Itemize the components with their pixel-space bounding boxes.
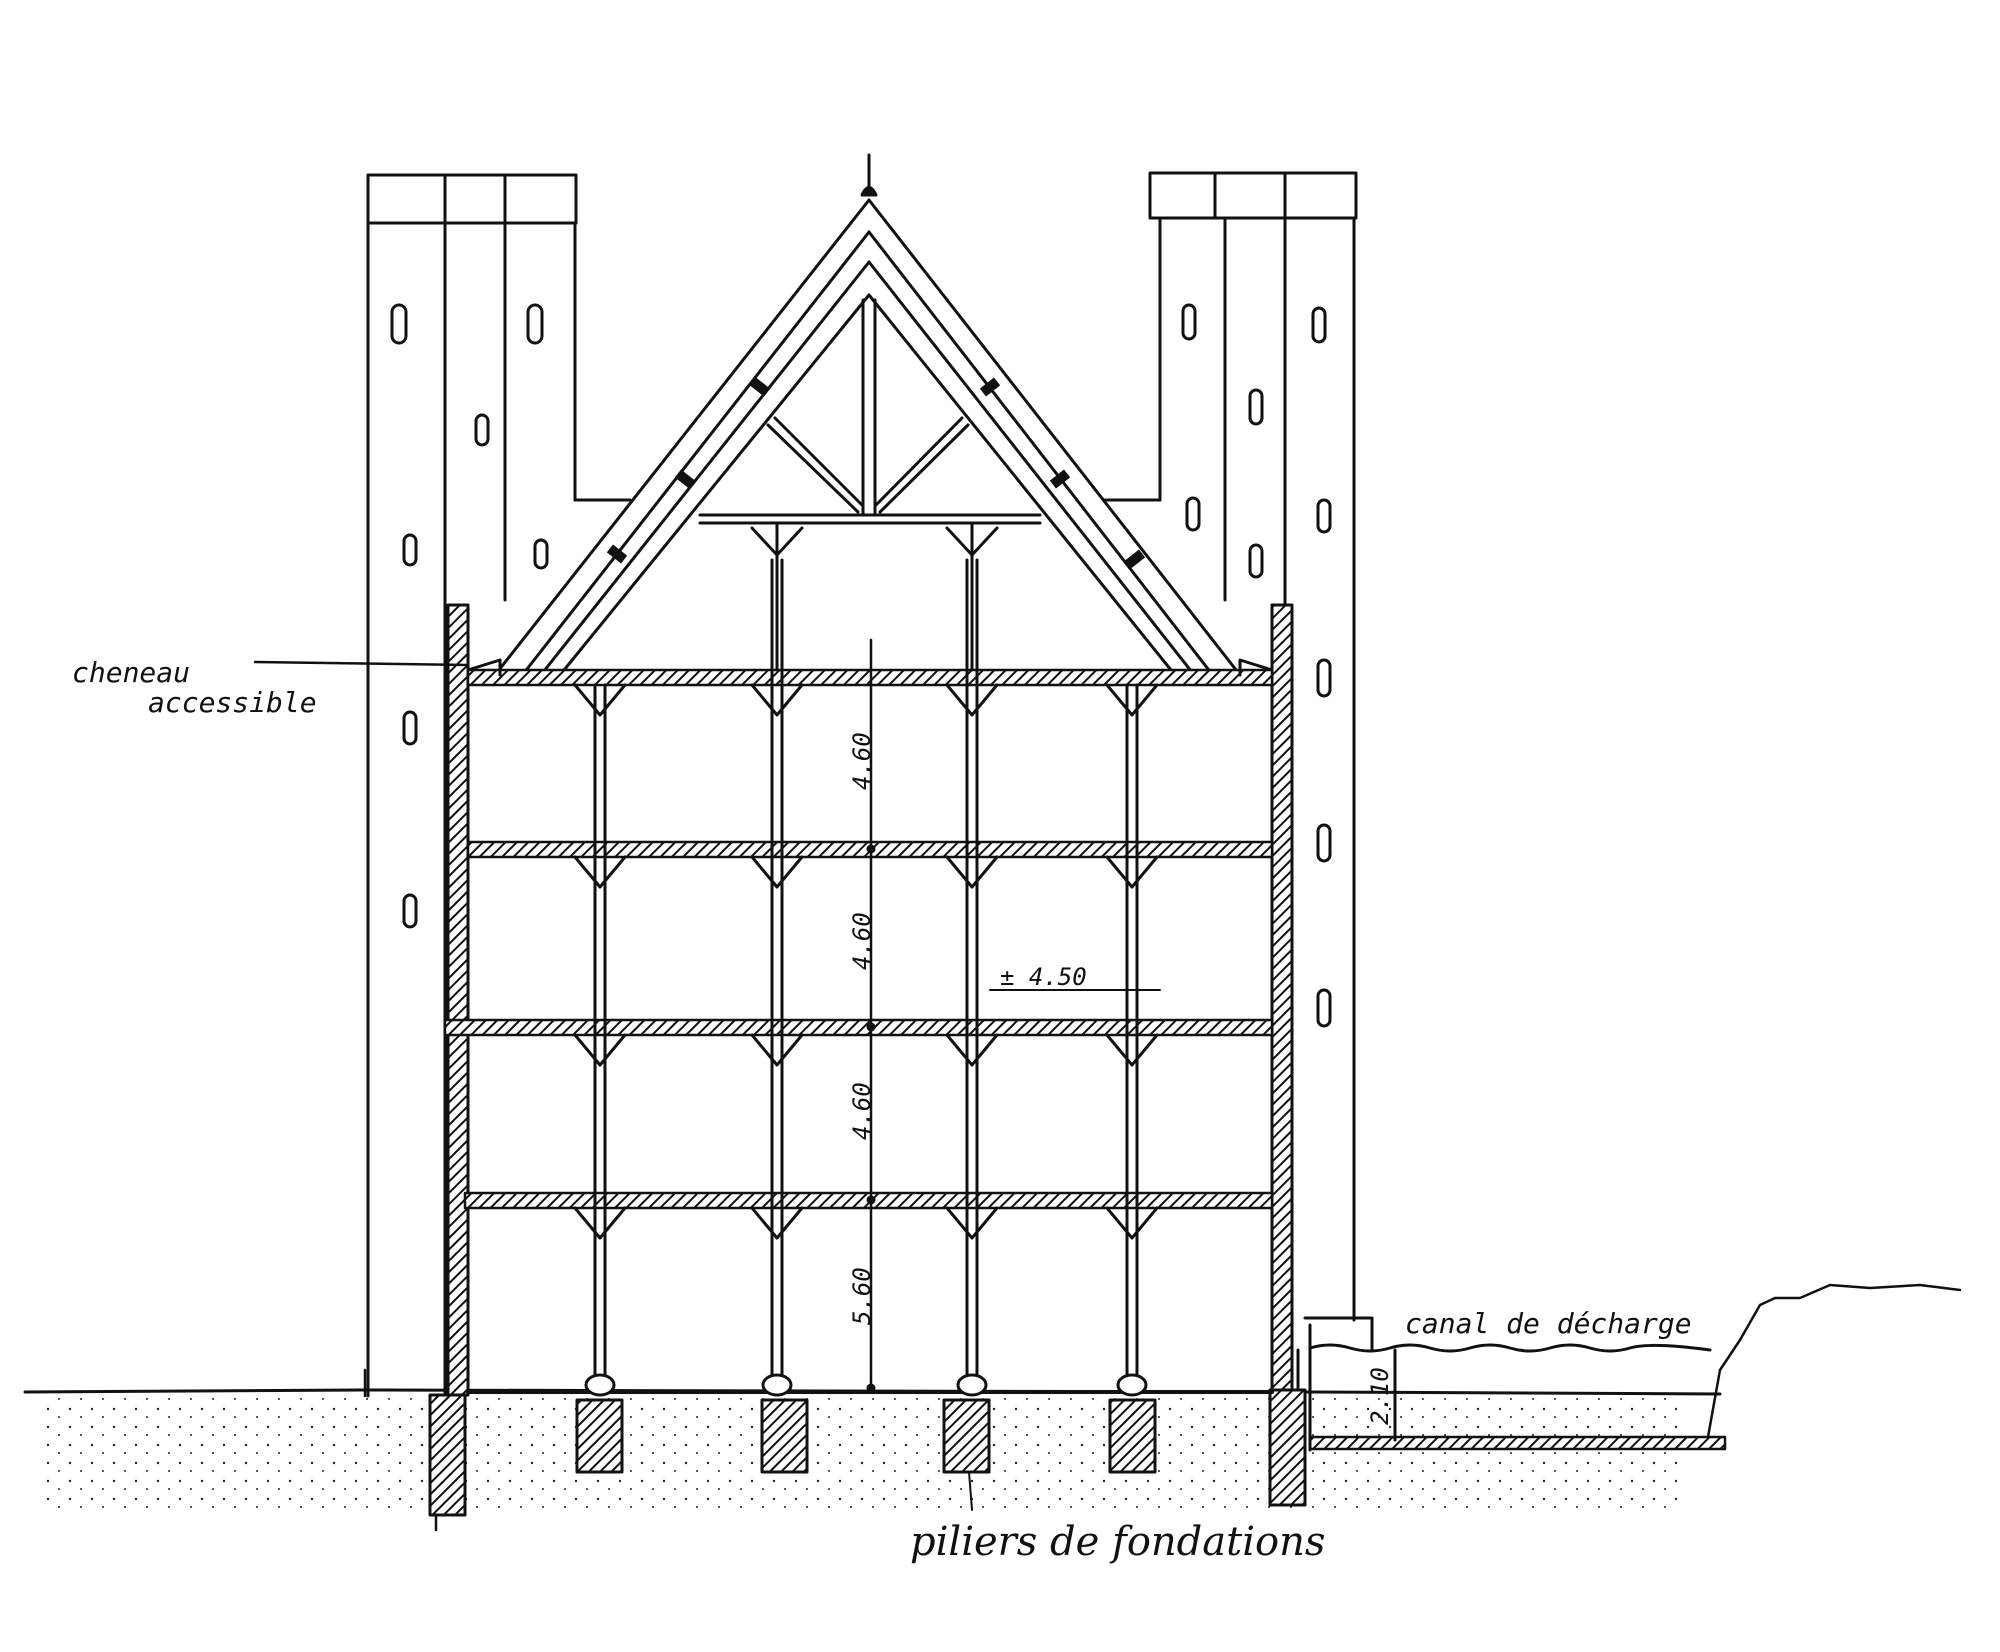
dim-span: ± 4.50: [1000, 963, 1087, 991]
left-wall: [446, 603, 470, 1397]
dim-canal-depth: 2.10: [1366, 1367, 1394, 1425]
canal: [1296, 1283, 1962, 1452]
floor-slab-2: [443, 1018, 1274, 1037]
label-accessible: accessible: [148, 686, 317, 719]
cheneau-leader: [253, 660, 470, 667]
roof-truss: [493, 153, 1242, 680]
right-wall-foundation: [1268, 1388, 1307, 1507]
label-canal: canal de décharge: [1405, 1307, 1692, 1340]
gutter: [466, 658, 502, 677]
foundation-pier-1: [575, 1398, 624, 1474]
right-tower: [1103, 171, 1358, 1322]
left-wall-foundation: [428, 1393, 467, 1517]
foundation-pier-2: [760, 1398, 809, 1474]
label-cheneau: cheneau: [72, 656, 190, 689]
ground-soil: [40, 1398, 1680, 1508]
right-wall: [1270, 603, 1294, 1392]
dim-floor-top: 4.60: [848, 732, 876, 790]
foundation-pier-3: [942, 1398, 991, 1474]
dim-floor-2: 4.60: [848, 912, 876, 970]
dim-floor-3: 4.60: [848, 1082, 876, 1140]
foundation-pier-4: [1108, 1398, 1157, 1474]
dim-floor-ground: 5.60: [848, 1267, 876, 1325]
gutter-right: [1238, 658, 1274, 677]
label-piliers: piliers de fondations: [910, 1519, 1325, 1565]
columns: [573, 558, 1159, 1397]
left-tower: [366, 173, 632, 1398]
